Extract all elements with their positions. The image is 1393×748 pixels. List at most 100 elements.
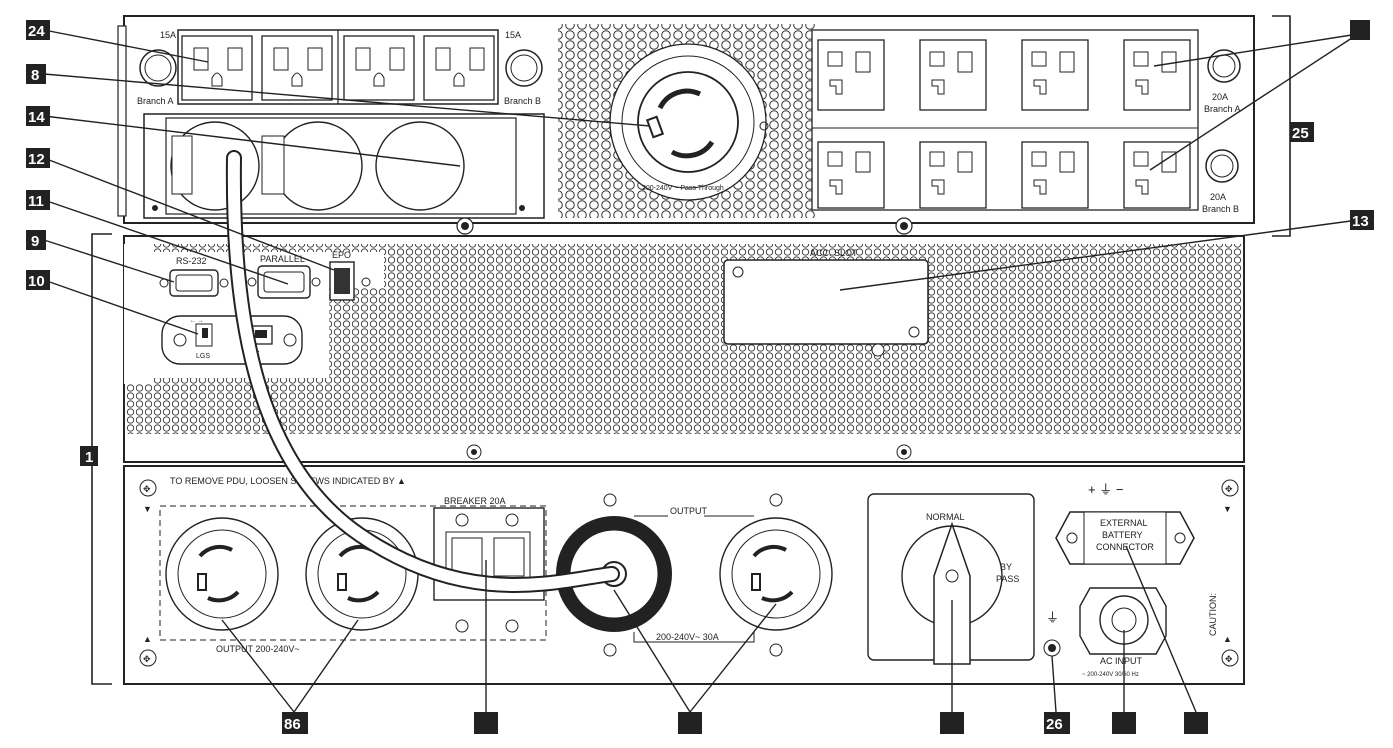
parallel-label: PARALLEL: [260, 254, 305, 264]
ground-icon: ⏚: [1046, 610, 1059, 625]
callout-blank-top-right: [1350, 20, 1370, 40]
switch-bypass-label-2: PASS: [996, 574, 1019, 584]
accessory-slot[interactable]: [723, 259, 929, 357]
ac-input-label: AC INPUT: [1100, 656, 1143, 666]
dip-switch-bottom-label: LGS: [196, 353, 210, 360]
callout-13: 13: [1350, 210, 1374, 230]
ground-terminal: ⏚: [1043, 610, 1061, 657]
svg-text:26: 26: [1046, 716, 1063, 733]
callout-blank-switch: [940, 712, 964, 734]
callout-11: 11: [26, 190, 50, 210]
callout-14: 14: [26, 106, 50, 126]
svg-text:▲: ▲: [143, 634, 152, 644]
outlet-5-15-3: [343, 35, 415, 101]
branch-a-label-left: Branch A: [137, 96, 174, 106]
battery-polarity-label: + ⏚ −: [1088, 482, 1123, 497]
middle-ups-panel: RS-232 PARALLEL EPO ← → LGS ⇆: [123, 235, 1245, 463]
usb-dip-switch-plate: ← → LGS: [161, 315, 303, 365]
epo-label: EPO: [332, 250, 351, 260]
right-top-breaker-amp: 20A: [1212, 92, 1228, 102]
ext-batt-label-1: EXTERNAL: [1100, 518, 1148, 528]
bypass-rotary-switch[interactable]: [867, 493, 1035, 665]
outlet-5-15-2: [261, 35, 333, 101]
svg-text:12: 12: [28, 151, 45, 168]
callout-blank-breaker: [474, 712, 498, 734]
branch-b-label-left: Branch B: [504, 96, 541, 106]
output-label: OUTPUT: [670, 506, 708, 516]
callout-26: 26: [1044, 712, 1070, 734]
nema-5-20-receptacle-block: [811, 29, 1199, 211]
callout-8: 8: [26, 64, 46, 84]
outlet-5-20-top-2: [919, 39, 987, 111]
l6-30-output-3: [719, 517, 833, 631]
top-pdu-panel: 15A 15A Branch A Branch B: [117, 15, 1255, 235]
branch-a-breaker-right[interactable]: [1207, 49, 1241, 83]
switch-bypass-label-1: BY: [1000, 562, 1012, 572]
callout-blank-ac-input: [1112, 712, 1136, 734]
breaker-15a-right-label: 15A: [505, 30, 521, 40]
svg-text:10: 10: [28, 273, 45, 290]
outlet-5-20-bottom-4: [1123, 141, 1191, 209]
rs232-label: RS-232: [176, 256, 207, 266]
switch-normal-label: NORMAL: [926, 512, 965, 522]
ext-batt-label-3: CONNECTOR: [1096, 542, 1154, 552]
svg-text:▼: ▼: [1223, 504, 1232, 514]
twist-lock-input-area: 200-240V ~ Pass Through: [558, 24, 816, 218]
cable-retention-bracket: [143, 113, 545, 235]
right-bottom-breaker-amp: 20A: [1210, 192, 1226, 202]
l6-30-output-1: [165, 517, 279, 631]
bottom-output-panel: TO REMOVE PDU, LOOSEN SCREWS INDICATED B…: [123, 465, 1245, 685]
callout-10: 10: [26, 270, 50, 290]
svg-text:✥: ✥: [143, 654, 151, 664]
bracket-25: [1272, 15, 1291, 237]
branch-b-breaker-right[interactable]: [1205, 149, 1239, 183]
breaker-20a-label: BREAKER 20A: [444, 496, 506, 506]
callout-25: 25: [1290, 122, 1314, 142]
outlet-5-20-top-4: [1123, 39, 1191, 111]
svg-text:✥: ✥: [1225, 484, 1233, 494]
outlet-5-20-bottom-3: [1021, 141, 1089, 209]
caution-label: CAUTION:: [1208, 593, 1218, 636]
outlet-5-15-4: [423, 35, 495, 101]
callout-9: 9: [26, 230, 46, 250]
epo-port[interactable]: [329, 261, 371, 301]
outlet-5-20-bottom-2: [919, 141, 987, 209]
callout-86: 86: [282, 712, 308, 734]
callout-24: 24: [26, 20, 50, 40]
output-right-label: 200-240V~ 30A: [656, 632, 719, 642]
leader-lines: [43, 29, 1359, 713]
svg-text:25: 25: [1292, 125, 1309, 142]
svg-text:14: 14: [28, 109, 45, 126]
svg-text:86: 86: [284, 716, 301, 733]
svg-text:9: 9: [31, 233, 39, 250]
outlet-5-20-bottom-1: [817, 141, 885, 209]
ext-batt-label-2: BATTERY: [1102, 530, 1143, 540]
rs232-port[interactable]: [159, 269, 229, 297]
dip-switch-top-label: ← →: [190, 318, 204, 324]
ac-input-inlet: [1079, 587, 1167, 655]
breaker-15a-left-label: 15A: [160, 30, 176, 40]
outlet-5-20-top-3: [1021, 39, 1089, 111]
right-top-breaker-branch: Branch A: [1204, 104, 1241, 114]
svg-text:✥: ✥: [1225, 654, 1233, 664]
twist-lock-label: 200-240V ~ Pass Through: [642, 185, 724, 192]
svg-text:✥: ✥: [143, 484, 151, 494]
external-battery-connector[interactable]: [1055, 511, 1195, 565]
svg-text:▲: ▲: [1223, 634, 1232, 644]
nema-5-15-receptacle-block: [177, 29, 499, 105]
svg-text:24: 24: [28, 23, 45, 40]
svg-text:11: 11: [28, 193, 44, 210]
callout-1: 1: [80, 446, 98, 466]
svg-text:1: 1: [85, 449, 93, 466]
branch-a-breaker-left[interactable]: [139, 49, 177, 87]
branch-b-breaker-left[interactable]: [505, 49, 543, 87]
svg-text:8: 8: [31, 67, 39, 84]
acc-slot-label: ACC. SLOT: [810, 248, 858, 258]
output-left-label: OUTPUT 200-240V~: [216, 644, 300, 654]
right-bottom-breaker-branch: Branch B: [1202, 204, 1239, 214]
ac-input-sub-label: ~ 200-240V 30/60 Hz: [1082, 672, 1139, 678]
svg-text:▼: ▼: [143, 504, 152, 514]
callout-blank-output: [678, 712, 702, 734]
corner-screws: ✥ ✥ ✥ ✥ ▼ ▲ ▼ ▲: [139, 479, 1239, 667]
